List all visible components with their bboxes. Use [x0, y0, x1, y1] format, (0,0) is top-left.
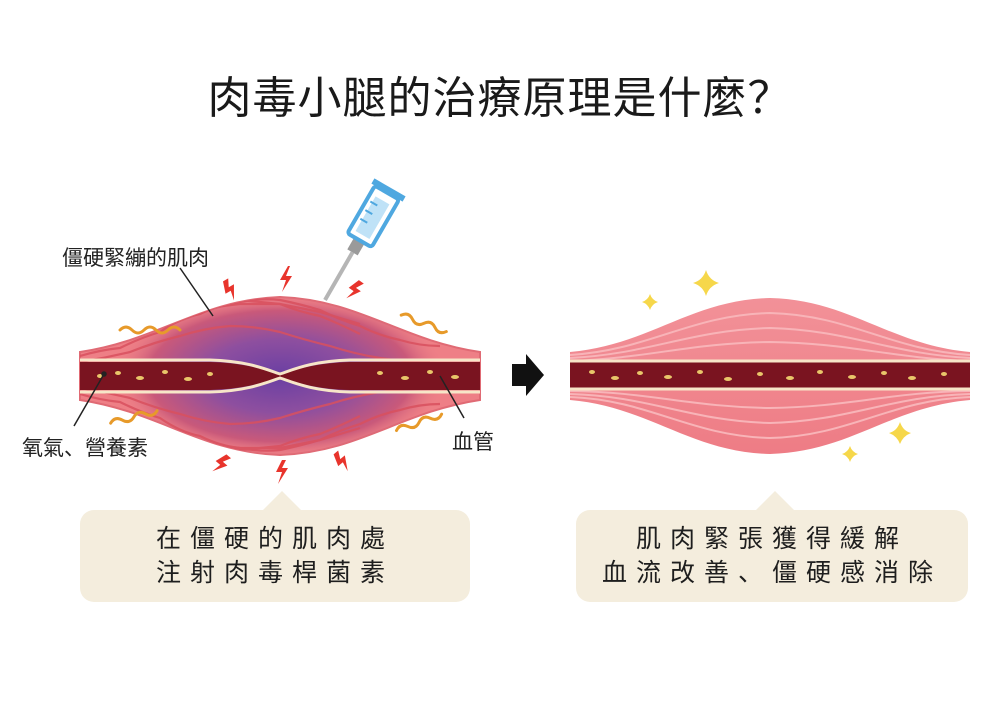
- caption-pointer: [755, 491, 795, 511]
- wave-icon: [118, 325, 182, 335]
- tension-waves: [109, 312, 448, 433]
- blood-vessel-normal: [570, 359, 970, 391]
- wave-icon: [395, 412, 444, 433]
- caption-right-line2: 血流改善、僵硬感消除: [601, 558, 942, 587]
- wave-icon: [399, 312, 448, 335]
- label-oxygen-nutrients: 氧氣、營養素: [22, 436, 148, 460]
- lightning-icon: [346, 280, 364, 299]
- stiff-muscle: [73, 178, 481, 484]
- caption-right-line1: 肌肉緊張獲得緩解: [635, 524, 908, 553]
- sparkle-icons: [642, 270, 911, 462]
- sparkle-icon: [693, 270, 719, 296]
- blood-vessel-constricted: [80, 358, 480, 394]
- lightning-icon: [276, 460, 288, 484]
- label-stiff-muscle: 僵硬緊繃的肌肉: [62, 246, 209, 270]
- caption-right: 肌肉緊張獲得緩解 血流改善、僵硬感消除: [576, 510, 968, 602]
- muscle-fibers: [570, 311, 970, 440]
- wave-icon: [109, 409, 159, 425]
- sparkle-icon: [842, 446, 858, 462]
- nutrient-particles: [97, 370, 459, 381]
- sparkle-icon: [642, 294, 658, 310]
- relaxed-muscle: [570, 270, 970, 462]
- label-blood-vessel: 血管: [452, 430, 494, 454]
- lightning-icon: [212, 454, 232, 472]
- caption-left: 在僵硬的肌肉處 注射肉毒桿菌素: [80, 510, 470, 602]
- leader-lines: [73, 267, 465, 427]
- sparkle-icon: [889, 422, 911, 444]
- arrow-right-icon: [512, 354, 544, 396]
- syringe-icon: [323, 178, 406, 301]
- page-title: 肉毒小腿的治療原理是什麼？: [207, 73, 793, 124]
- lightning-icon: [280, 266, 292, 292]
- lightning-icons: [212, 266, 364, 484]
- lightning-icon: [223, 278, 234, 301]
- caption-left-line2: 注射肉毒桿菌素: [155, 558, 394, 587]
- lightning-icon: [333, 450, 348, 472]
- caption-left-line1: 在僵硬的肌肉處: [155, 524, 394, 553]
- nutrient-particles: [589, 370, 947, 381]
- caption-pointer: [262, 491, 302, 511]
